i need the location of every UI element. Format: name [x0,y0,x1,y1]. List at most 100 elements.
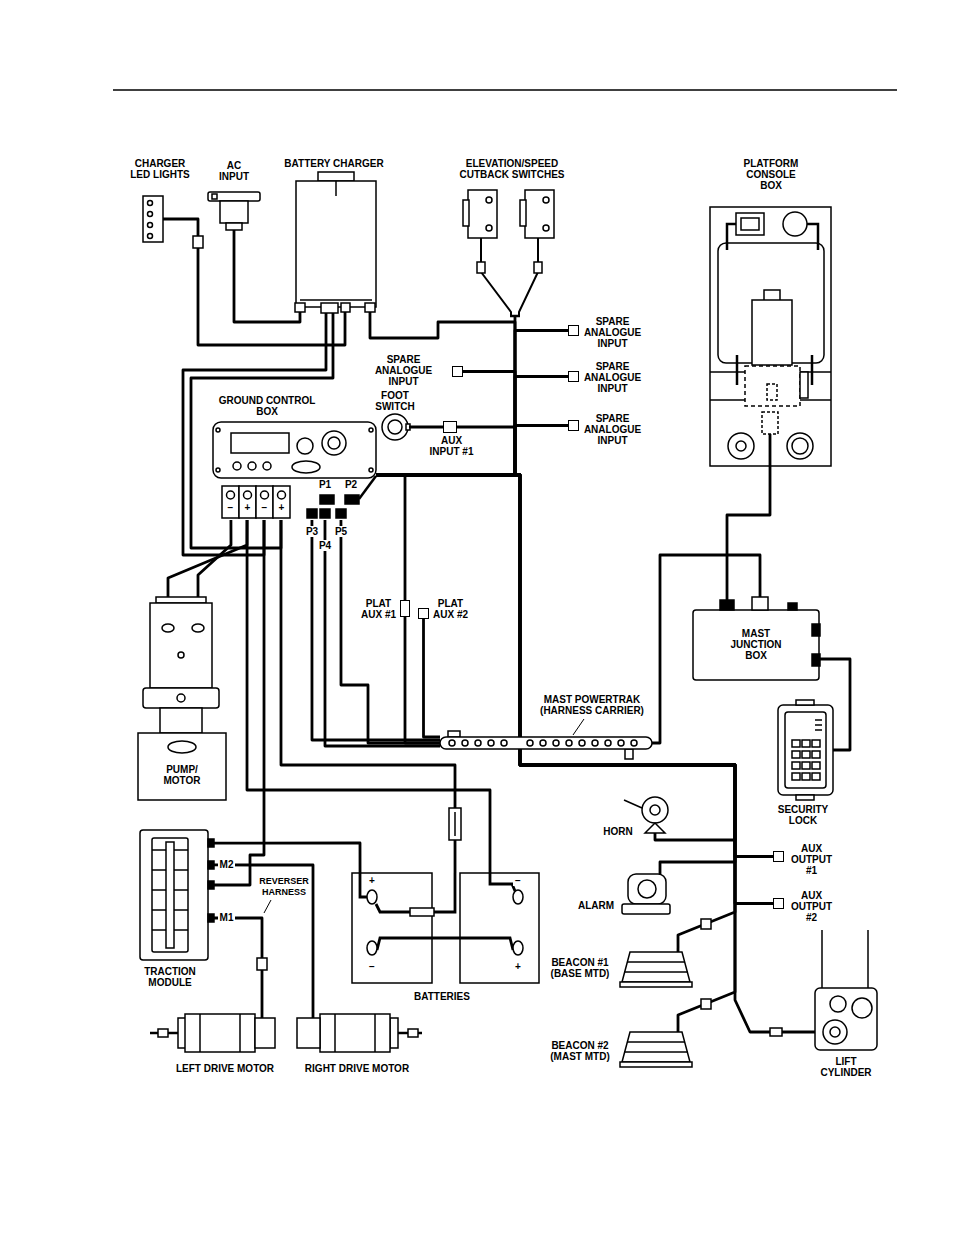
console-housing [736,213,764,235]
component-label: MAST POWERTRAK (HARNESS CARRIER) [534,694,650,716]
traction-body [140,830,208,960]
keypad [802,773,810,780]
control-box-housing [227,491,235,499]
battery-body [360,873,367,897]
pump-motor-body [160,708,202,733]
component-label: FOOT SWITCH [371,390,419,412]
component-label: CHARGER LED LIGHTS [130,158,190,180]
control-box-housing [278,491,286,499]
wire-connector [320,495,334,504]
wire-connector [295,303,305,312]
pin-label: P5 [333,526,349,537]
component-label: SPARE ANALOGUE INPUT [373,354,435,387]
wire-connector [321,303,338,313]
wire-connector [193,236,203,248]
console-housing [710,207,831,466]
console-housing [752,300,792,365]
beacon-body [627,1041,685,1043]
harness-chain [488,740,494,746]
leader-line [573,719,584,735]
wire [234,230,300,322]
terminal-sign: + [276,502,287,513]
alarm-body [622,868,670,914]
junction-box-body [693,610,819,680]
ac-inlet [208,192,260,201]
component-label: RIGHT DRIVE MOTOR [293,1063,421,1074]
beacon: BEACON #2 (MAST MTD) [620,1028,692,1066]
wire-connector [812,654,820,666]
component-label: HORN [598,826,638,837]
console-housing [727,224,736,250]
led-panel [148,201,153,206]
keypad [792,740,800,747]
cylinder-body [815,988,877,1050]
harness-carrier: MAST POWERTRAK (HARNESS CARRIER) [440,737,652,749]
wire [210,865,313,1012]
pin-label: P2 [344,479,358,490]
wire-connector [812,624,820,636]
foot-switch: FOOT SWITCH [381,413,409,441]
component-label: MAST JUNCTION BOX [721,628,791,661]
keypad [812,751,820,758]
control-box-housing [322,431,346,455]
component-label: ALARM [574,900,618,911]
harness-chain [501,740,507,746]
foot-switch-body [382,414,410,440]
wire [376,475,773,857]
pump-motor-body [177,694,185,702]
wire [819,659,850,750]
alarm-body [638,880,656,898]
console-housing [792,438,808,454]
horn-body [645,823,665,833]
component-label: PLAT AUX #1 [360,598,398,620]
beacon-body [624,1051,688,1053]
wire [183,307,326,555]
wire-connector [625,749,633,759]
wire [247,520,490,873]
terminal-sign: + [242,502,253,513]
wire-connector [193,236,820,1036]
aux-connector: PLAT AUX #2 [418,608,429,619]
console-housing [710,207,831,466]
harness-chain [592,740,598,746]
wire-connector [208,861,214,869]
terminal-sign: + [367,875,377,886]
cutback-switches: ELEVATION/SPEED CUTBACK SWITCHES [463,188,557,316]
wire-connector [359,476,376,499]
component-label: AUX OUTPUT #1 [788,843,836,876]
component-label: LEFT DRIVE MOTOR [163,1063,287,1074]
motor-body [374,1014,376,1052]
battery-body [513,941,523,955]
console-housing [767,384,777,400]
component-label: SPARE ANALOGUE INPUT [582,316,644,349]
terminal-sign: − [513,875,523,886]
control-box-housing [256,486,273,518]
keypad [778,700,833,800]
pump-motor: PUMP/ MOTOR [138,595,226,800]
pump-motor-body [168,741,196,753]
wire-connector [534,262,542,273]
motor-body [158,1029,168,1037]
battery-body [434,873,455,912]
alarm-body [659,868,662,874]
pin-label: M2 [218,859,235,870]
control-box-housing [263,462,271,470]
battery-charger: BATTERY CHARGER [293,172,379,307]
pump-motor-body [138,595,226,800]
keypad [802,751,810,758]
wire-connector [320,509,330,518]
keypad [815,724,822,726]
wire-connector [448,731,460,737]
pump-motor-body [162,624,174,632]
wire [376,475,735,868]
wire [376,475,773,904]
batteries: BATTERIES [352,873,539,983]
terminal-sign: − [225,502,236,513]
motor-body [261,1012,264,1018]
drive-motor: RIGHT DRIVE MOTOR [297,1012,422,1054]
output-connector: AUX OUTPUT #2 [773,898,784,909]
console-housing [745,366,800,406]
wire-connector [720,600,734,610]
console-housing [762,412,778,434]
